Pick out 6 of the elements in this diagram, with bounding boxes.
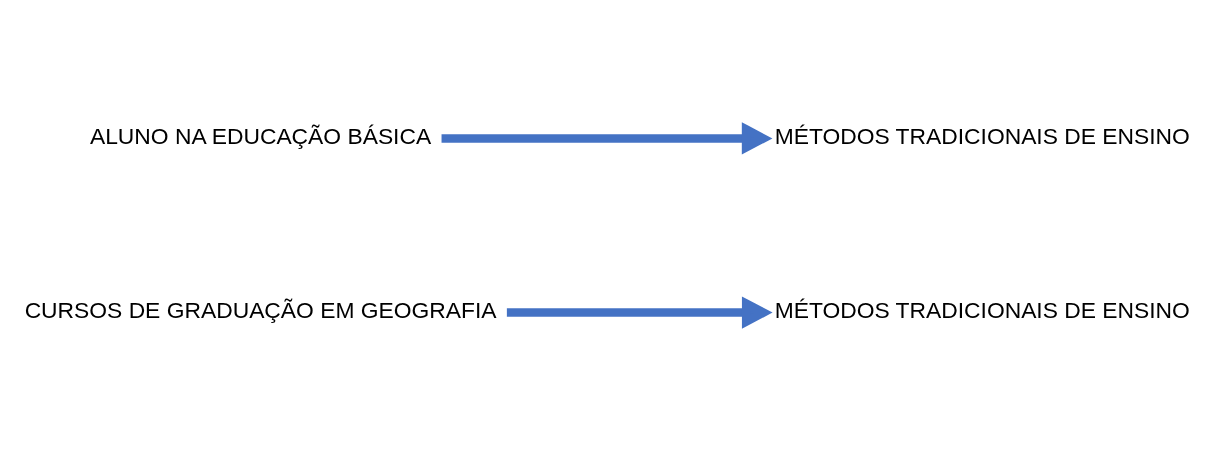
arrow	[441, 122, 773, 155]
node-text: MÉTODOS TRADICIONAIS DE ENSINO	[774, 297, 1190, 324]
node-text: ALUNO NA EDUCAÇÃO BÁSICA	[89, 122, 432, 149]
node-text: MÉTODOS TRADICIONAIS DE ENSINO	[774, 122, 1190, 149]
arrow	[506, 296, 773, 329]
node-text: CURSOS DE GRADUAÇÃO EM GEOGRAFIA	[24, 297, 497, 324]
